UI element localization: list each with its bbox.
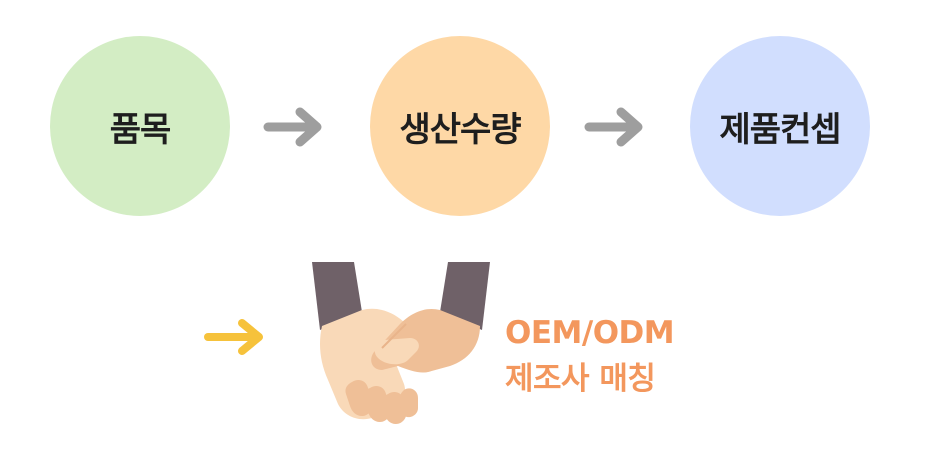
right-arrow-icon [263, 107, 322, 147]
step-item-concept: 제품컨셉 [690, 36, 870, 216]
step-label-product: 품목 [109, 109, 172, 150]
result-line-oem-odm: OEM/ODM [505, 315, 675, 351]
handshake-icon [312, 262, 490, 424]
matching-result-text: OEM/ODM 제조사 매칭 [505, 310, 675, 402]
step-item-product: 품목 [50, 36, 230, 216]
result-arrow-icon [204, 319, 263, 355]
step-item-quantity: 생산수량 [370, 36, 550, 216]
right-arrow-icon [584, 107, 643, 147]
step-label-quantity: 생산수량 [399, 109, 521, 150]
step-label-concept: 제품컨셉 [719, 109, 841, 150]
result-line-matching: 제조사 매칭 [505, 361, 656, 397]
